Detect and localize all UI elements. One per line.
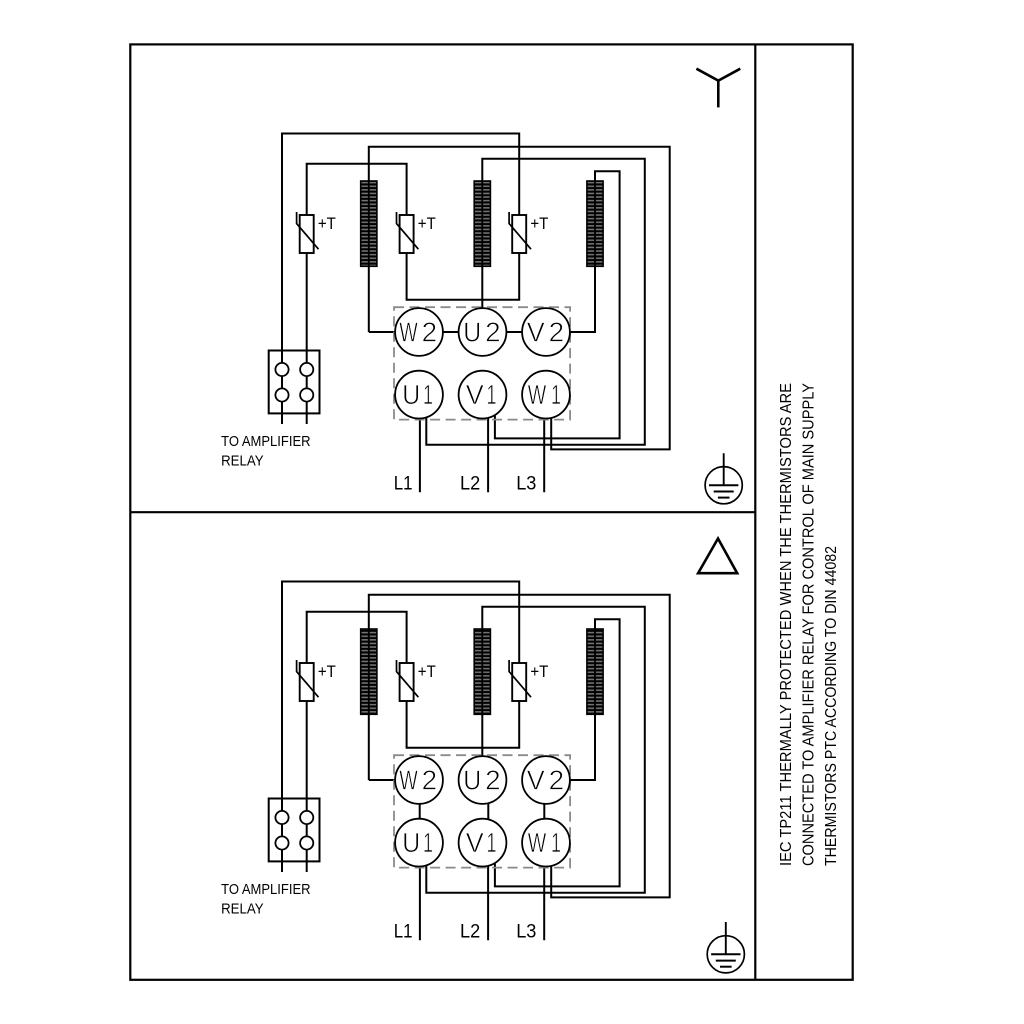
svg-text:THERMISTORS PTC ACCORDING TO D: THERMISTORS PTC ACCORDING TO DIN 44082 xyxy=(823,546,840,866)
svg-text:W: W xyxy=(528,827,547,858)
svg-text:W: W xyxy=(399,764,418,795)
svg-text:1: 1 xyxy=(487,379,497,410)
svg-text:U: U xyxy=(463,316,481,347)
svg-text:U: U xyxy=(402,379,420,410)
svg-text:RELAY: RELAY xyxy=(221,900,264,917)
svg-text:+T: +T xyxy=(318,215,336,233)
svg-text:W: W xyxy=(399,316,418,347)
svg-text:TO AMPLIFIER: TO AMPLIFIER xyxy=(221,881,311,898)
svg-text:L1: L1 xyxy=(394,922,413,943)
svg-text:1: 1 xyxy=(423,379,433,410)
svg-text:W: W xyxy=(528,379,547,410)
svg-text:2: 2 xyxy=(422,764,438,795)
svg-text:L3: L3 xyxy=(516,474,536,495)
svg-text:RELAY: RELAY xyxy=(221,452,264,469)
svg-text:2: 2 xyxy=(485,316,501,347)
svg-text:1: 1 xyxy=(487,827,497,858)
svg-text:CONNECTED TO AMPLIFIER RELAY F: CONNECTED TO AMPLIFIER RELAY FOR CONTROL… xyxy=(801,383,818,866)
svg-text:+T: +T xyxy=(530,215,548,233)
svg-text:TO AMPLIFIER: TO AMPLIFIER xyxy=(221,433,311,450)
svg-text:+T: +T xyxy=(530,663,548,681)
svg-text:L1: L1 xyxy=(394,474,413,495)
svg-text:+T: +T xyxy=(418,215,436,233)
svg-text:U: U xyxy=(402,827,420,858)
svg-text:V: V xyxy=(527,316,546,347)
svg-text:+T: +T xyxy=(418,663,436,681)
svg-text:2: 2 xyxy=(485,764,501,795)
svg-text:+T: +T xyxy=(318,663,336,681)
svg-text:U: U xyxy=(463,764,481,795)
svg-text:1: 1 xyxy=(551,827,561,858)
svg-text:IEC TP211 THERMALLY PROTECTED: IEC TP211 THERMALLY PROTECTED WHEN THE T… xyxy=(778,383,795,866)
svg-text:1: 1 xyxy=(551,379,561,410)
svg-text:2: 2 xyxy=(422,316,438,347)
svg-text:L2: L2 xyxy=(460,922,480,943)
svg-text:V: V xyxy=(527,764,546,795)
svg-text:V: V xyxy=(466,827,485,858)
svg-text:V: V xyxy=(466,379,485,410)
svg-text:L2: L2 xyxy=(460,474,480,495)
svg-text:1: 1 xyxy=(423,827,433,858)
svg-text:2: 2 xyxy=(549,316,565,347)
svg-text:2: 2 xyxy=(549,764,565,795)
svg-text:L3: L3 xyxy=(516,922,536,943)
